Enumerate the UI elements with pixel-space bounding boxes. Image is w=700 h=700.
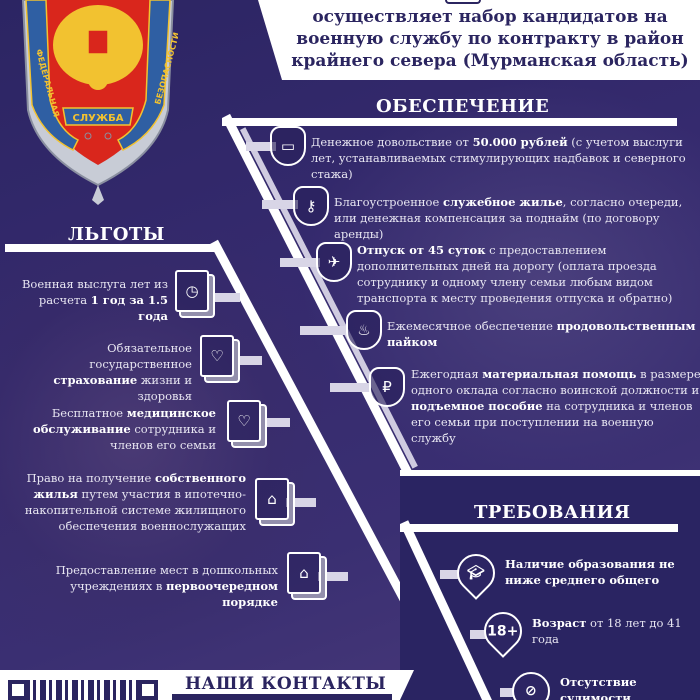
requirements-panel [400,476,700,700]
heart-document-icon: ♡ [200,335,234,377]
contacts-title: НАШИ КОНТАКТЫ [185,674,387,694]
benefits-connector-5 [318,572,348,581]
provision-item-1: Денежное довольствие от 50.000 рублей (с… [311,135,686,181]
fsb-emblem-icon: СЛУЖБА ФЕДЕРАЛЬНАЯ БЕЗОПАСНОСТИ [21,0,178,205]
provision-connector-2 [262,200,298,209]
provision-connector-4 [300,326,346,335]
provision-connector-1 [246,142,276,151]
benefits-item-2: Обязательное государственное страхование… [53,341,192,403]
house-document-icon: ⌂ [255,478,289,520]
benefits-connector-3 [260,418,290,427]
qr-corner-right [138,680,158,700]
provision-connector-3 [280,258,320,267]
benefits-connector-2 [232,356,262,365]
provision-section-title: ОБЕСПЕЧЕНИЕ [376,96,550,117]
footer-slant [400,670,414,700]
header-text: осуществляет набор кандидатов на военную… [291,7,689,71]
requirements-item-3: Отсутствие судимости [560,675,637,700]
benefits-connector-1 [210,293,240,302]
benefits-section-title: ЛЬГОТЫ [68,224,165,245]
provision-item-3: Отпуск от 45 суток с предоставлением доп… [357,243,673,305]
requirements-top-bar [400,524,678,532]
benefits-connector-4 [286,498,316,507]
qr-corner-left [8,680,28,700]
clock-document-icon: ◷ [175,270,209,312]
provision-item-2: Благоустроенное служебное жилье, согласн… [334,195,683,241]
provision-connector-5 [330,383,370,392]
plane-ticket-icon: ✈ [316,242,352,282]
benefits-item-3: Бесплатное медицинское обслуживание сотр… [33,406,216,452]
requirements-item-1: Наличие образования не ниже среднего общ… [505,557,675,587]
background-photo-vehicle [300,80,700,480]
contacts-bar [172,694,392,700]
house-document-icon-2: ⌂ [287,552,321,594]
qr-code-icon[interactable] [8,680,158,700]
wallet-icon: ▭ [270,126,306,166]
header-emblem-icon [445,0,481,4]
heart-document-icon-2: ♡ [227,400,261,442]
food-ration-icon: ♨ [346,310,382,350]
benefits-item-4: Право на получение собственного жилья пу… [24,471,246,533]
provision-item-4: Ежемесячное обеспечение продовольственны… [387,319,696,349]
header-box-slant [258,0,282,80]
provision-top-bar [222,118,677,126]
requirements-item-2: Возраст от 18 лет до 41 года [532,616,682,646]
header-box [282,0,700,80]
svg-text:СЛУЖБА: СЛУЖБА [73,113,124,124]
provision-item-5: Ежегодная материальная помощь в размере … [411,367,700,445]
requirements-section-title: ТРЕБОВАНИЯ [474,502,631,523]
benefits-item-1: Военная выслуга лет из расчета 1 год за … [21,277,168,323]
background-photo-soldiers [0,230,330,650]
benefits-item-5: Предоставление мест в дошкольных учрежде… [55,563,278,609]
ruble-coins-icon: ₽ [369,367,405,407]
key-icon: ⚷ [293,186,329,226]
benefits-top-bar [5,244,215,252]
